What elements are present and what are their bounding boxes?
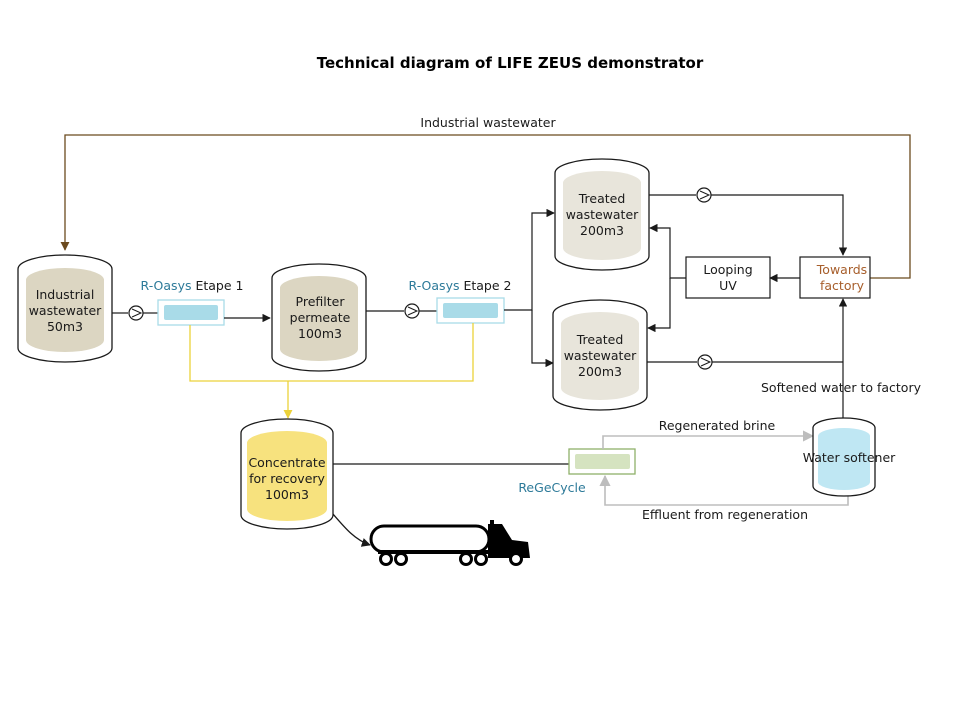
tank-label-line: 50m3 [47, 319, 83, 334]
ro1-stage: Etape 1 [195, 278, 243, 293]
flow-line [332, 513, 371, 547]
tank-label-line: wastewater [29, 303, 102, 318]
regecycle-unit [568, 448, 636, 475]
tank-label-line: Treated [578, 191, 626, 206]
treated-wastewater-tank-top: Treated wastewater 200m3 [554, 158, 650, 271]
pump-icon [696, 187, 712, 203]
softened-water-label: Softened water to factory [761, 380, 922, 395]
water-softener-tank: Water softener [803, 417, 896, 497]
tank-label-line: 200m3 [578, 364, 622, 379]
treated-wastewater-tank-bottom: Treated wastewater 200m3 [552, 299, 648, 411]
pump-icon [404, 303, 420, 319]
tank-label-line: 200m3 [580, 223, 624, 238]
ro2-label: R-Oasys Etape 2 [409, 278, 512, 293]
effluent-label: Effluent from regeneration [642, 507, 808, 522]
industrial-wastewater-line [60, 134, 911, 279]
tank-label-line: permeate [290, 310, 351, 325]
looping-uv-box: Looping UV [685, 256, 771, 299]
towards-factory-label: Towards [816, 262, 867, 277]
regenerated-brine-label: Regenerated brine [659, 418, 776, 433]
looping-return-top [649, 223, 686, 279]
pump-icon [128, 305, 144, 321]
pump-icon [697, 354, 713, 370]
concentrate-tank: Concentrate for recovery 100m3 [240, 418, 334, 530]
regecycle-label: ReGeCycle [518, 480, 586, 495]
tank-label-line: Treated [576, 332, 624, 347]
tank-label-line: for recovery [249, 471, 325, 486]
industrial-wastewater-tank: Industrial wastewater 50m3 [17, 254, 113, 363]
tank-label-line: wastewater [566, 207, 639, 222]
diagram-title: Technical diagram of LIFE ZEUS demonstra… [317, 54, 704, 72]
ro2-filter-unit [436, 297, 505, 324]
ro1-filter-unit [157, 299, 225, 326]
flow-line [504, 208, 555, 311]
flow-line [531, 310, 554, 368]
looping-return-bottom [647, 278, 671, 333]
ro1-label: R-Oasys Etape 1 [141, 278, 244, 293]
prefilter-permeate-tank: Prefilter permeate 100m3 [271, 263, 367, 372]
towards-factory-label: factory [820, 278, 865, 293]
tank-label-line: wastewater [564, 348, 637, 363]
looping-uv-label: Looping [703, 262, 752, 277]
tank-label-line: 100m3 [265, 487, 309, 502]
softener-label: Water softener [803, 450, 896, 465]
tank-label-line: Concentrate [248, 455, 325, 470]
concentrate-line [189, 323, 474, 382]
tank-label-line: Industrial [36, 287, 95, 302]
ro2-brand: R-Oasys [409, 278, 460, 293]
ro2-stage: Etape 2 [463, 278, 511, 293]
industrial-wastewater-label: Industrial wastewater [420, 115, 556, 130]
regenerated-brine-line [602, 430, 815, 449]
truck-icon [369, 520, 530, 566]
ro1-brand: R-Oasys [141, 278, 192, 293]
tank-label-line: Prefilter [296, 294, 346, 309]
towards-factory-box: Towards factory [799, 256, 871, 299]
effluent-line [599, 474, 849, 506]
tank-label-line: 100m3 [298, 326, 342, 341]
looping-uv-label: UV [719, 278, 737, 293]
flow-line [711, 194, 848, 256]
